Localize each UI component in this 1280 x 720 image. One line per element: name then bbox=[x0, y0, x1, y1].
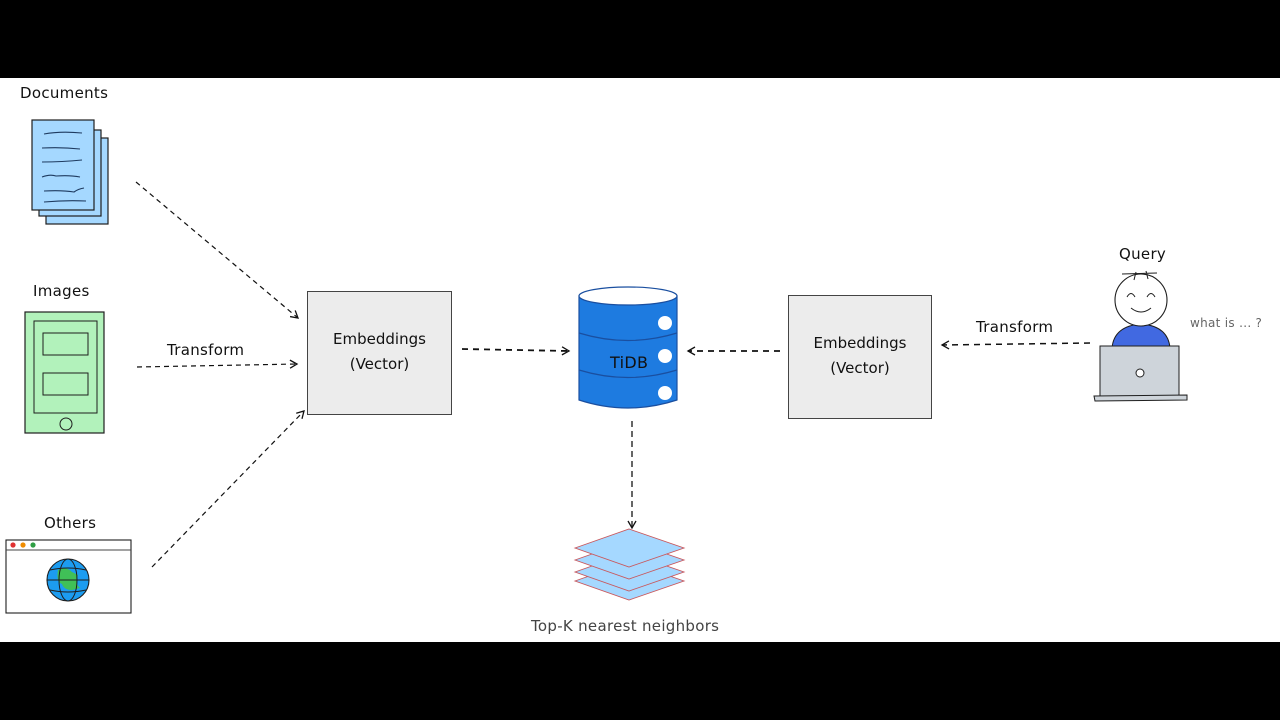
right-embeddings-subtitle: (Vector) bbox=[830, 359, 890, 377]
documents-label: Documents bbox=[20, 84, 109, 102]
images-label: Images bbox=[33, 282, 90, 300]
user-laptop-icon bbox=[1093, 270, 1188, 402]
diagram-graphics bbox=[5, 119, 1188, 614]
arrow-images-to-embeddings bbox=[136, 359, 299, 369]
right-embeddings-title: Embeddings bbox=[813, 334, 907, 352]
right-embeddings-box: Embeddings (Vector) bbox=[788, 295, 932, 419]
left-embeddings-title: Embeddings bbox=[333, 330, 426, 348]
left-transform-label: Transform bbox=[167, 341, 245, 359]
layers-icon bbox=[573, 528, 686, 601]
right-transform-label: Transform bbox=[976, 318, 1054, 336]
left-embeddings-subtitle: (Vector) bbox=[349, 355, 410, 373]
arrow-embeddings-to-tidb bbox=[461, 346, 571, 356]
browser-globe-icon bbox=[5, 539, 132, 614]
tidb-label: TiDB bbox=[610, 353, 649, 372]
left-embeddings-box: Embeddings (Vector) bbox=[307, 291, 452, 415]
arrow-query-to-embeddings bbox=[940, 340, 1091, 350]
query-label: Query bbox=[1119, 245, 1167, 263]
documents-icon bbox=[31, 119, 109, 225]
others-label: Others bbox=[44, 514, 97, 532]
diagram-canvas: Documents Images Others Transform Embedd… bbox=[0, 78, 1280, 642]
arrow-others-to-embeddings bbox=[151, 410, 305, 568]
tablet-image-icon bbox=[24, 311, 105, 434]
query-speech: what is ... ? bbox=[1190, 316, 1263, 330]
results-label: Top-K nearest neighbors bbox=[531, 617, 720, 635]
arrow-documents-to-embeddings bbox=[135, 181, 300, 319]
database-icon bbox=[578, 286, 678, 409]
